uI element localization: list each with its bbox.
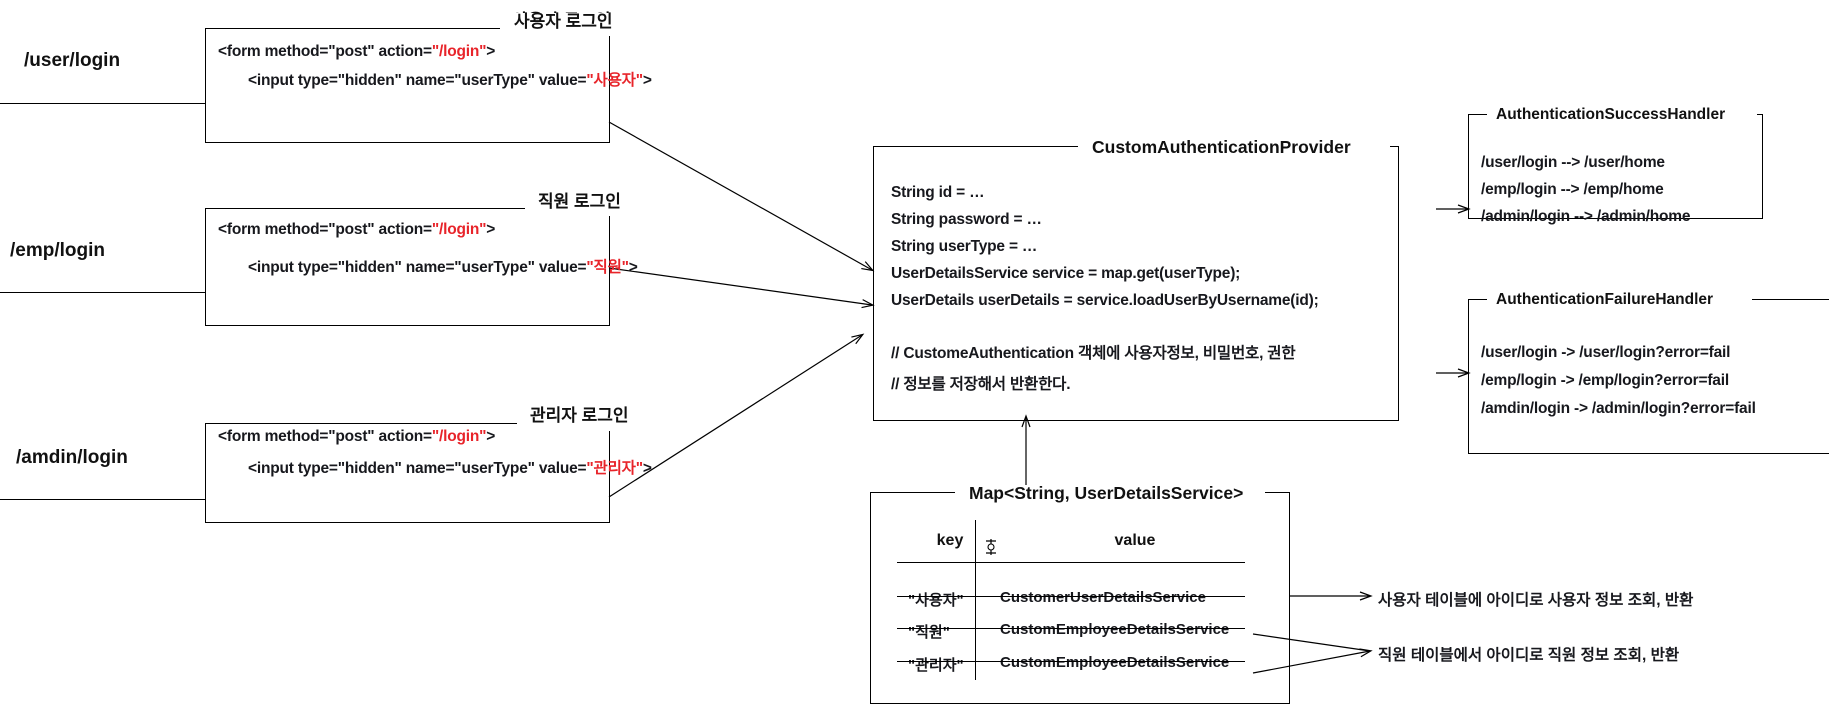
form-emp-line1-pre: <form method="post" action= [218,221,432,238]
failure-handler-title: AuthenticationFailureHandler [1489,292,1721,308]
provider-comment-1: // CustomeAuthentication 객체에 사용자정보, 비밀번호… [891,345,1296,362]
provider-title: CustomAuthenticationProvider [1085,138,1358,157]
map-table-title: Map<String, UserDetailsService> [962,484,1251,503]
endpoint-label-emp: /emp/login [10,240,105,261]
map-table-row-3-key: "관리자" [908,657,964,674]
map-table-row-2-key: "직원" [908,624,950,641]
form-box-emp [205,208,610,326]
text-cursor-icon [986,539,996,555]
provider-comment-2: // 정보를 저장해서 반환한다. [891,376,1071,393]
form-admin-line2-value: "관리자" [586,460,643,477]
form-box-user-title-text: 사용자 로그인 [507,13,620,30]
form-emp-line1-post: > [486,221,496,238]
form-emp-line1-action: "/login" [431,221,487,238]
success-handler-title: AuthenticationSuccessHandler [1489,107,1733,123]
form-box-user [205,28,610,143]
form-admin-line1-post: > [486,428,496,445]
form-box-admin-line2: <input type="hidden" name="userType" val… [248,456,652,478]
success-handler-line-3: /admin/login --> /admin/home [1481,208,1691,225]
form-user-line2-pre: <input type="hidden" name="userType" val… [248,72,587,89]
map-table-row-1-key: "사용자" [908,592,964,609]
map-table-col-key: key [936,532,964,549]
form-box-emp-line2: <input type="hidden" name="userType" val… [248,255,638,277]
map-table-row-3-rule [897,661,1245,662]
form-user-line1-pre: <form method="post" action= [218,43,432,60]
endpoint-rule-admin [0,499,205,500]
form-admin-line1-action: "/login" [431,428,487,445]
success-handler-line-2: /emp/login --> /emp/home [1481,181,1664,198]
form-user-line1-post: > [486,43,496,60]
form-box-admin-title: 관리자 로그인 [523,407,636,424]
form-box-admin [205,423,610,523]
map-table-row-3-value: CustomEmployeeDetailsService [1000,654,1230,671]
form-user-line1-action: "/login" [431,43,487,60]
map-table-col-value: value [1114,532,1156,549]
map-table-row-1-rule [897,596,1245,597]
form-admin-line1-pre: <form method="post" action= [218,428,432,445]
form-emp-line2-value: "직원" [586,259,629,276]
form-emp-line2-pre: <input type="hidden" name="userType" val… [248,259,587,276]
map-table-column-divider [975,520,976,680]
note-user-lookup: 사용자 테이블에 아이디로 사용자 정보 조회, 반환 [1378,592,1694,609]
failure-handler-line-2: /emp/login -> /emp/login?error=fail [1481,372,1729,389]
form-box-emp-line1: <form method="post" action="/login"> [218,221,495,239]
map-table-header-rule [897,562,1245,563]
form-box-user-line1: <form method="post" action="/login"> [218,43,495,61]
failure-handler-line-3: /amdin/login -> /admin/login?error=fail [1481,400,1756,417]
endpoint-label-admin: /amdin/login [16,447,128,468]
map-table-row-2-value: CustomEmployeeDetailsService [1000,621,1230,638]
map-table-row-1-value: CustomerUserDetailsService [1000,589,1206,606]
form-user-line2-post: > [642,72,652,89]
map-table-row-2-rule [897,628,1245,629]
endpoint-label-user: /user/login [24,50,121,71]
success-handler-line-1: /user/login --> /user/home [1481,154,1665,171]
endpoint-rule-user [0,103,205,104]
form-box-admin-line1: <form method="post" action="/login"> [218,428,495,446]
note-emp-lookup: 직원 테이블에서 아이디로 직원 정보 조회, 반환 [1378,647,1680,664]
form-box-user-line2: <input type="hidden" name="userType" val… [248,68,652,90]
form-emp-line2-post: > [628,259,638,276]
provider-line-4: UserDetailsService service = map.get(use… [891,265,1241,282]
form-admin-line2-pre: <input type="hidden" name="userType" val… [248,460,587,477]
endpoint-rule-emp [0,292,205,293]
provider-line-5: UserDetails userDetails = service.loadUs… [891,292,1319,309]
provider-line-3: String userType = … [891,238,1038,255]
form-admin-line2-post: > [642,460,652,477]
provider-line-2: String password = … [891,211,1042,228]
form-box-emp-title: 직원 로그인 [531,193,628,210]
failure-handler-line-1: /user/login -> /user/login?error=fail [1481,344,1731,361]
form-user-line2-value: "사용자" [586,72,643,89]
provider-line-1: String id = … [891,184,985,201]
